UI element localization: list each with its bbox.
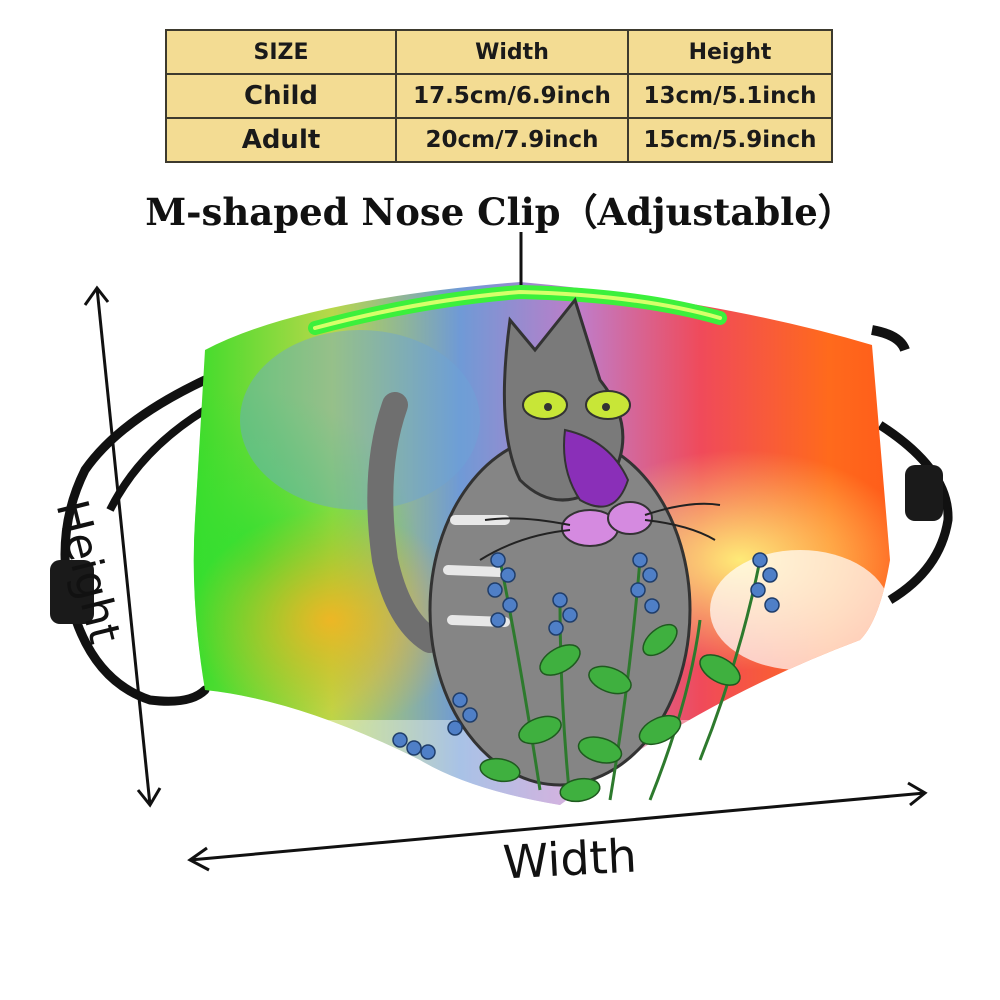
row-child-width: 17.5cm/6.9inch <box>395 73 629 119</box>
row-child-height: 13cm/5.1inch <box>627 73 833 119</box>
nose-clip-title: M-shaped Nose Clip（Adjustable） <box>145 190 855 234</box>
header-size: SIZE <box>165 29 397 75</box>
size-table-header-row: SIZE Width Height <box>165 29 833 75</box>
width-dimension-label: Width <box>501 828 638 890</box>
header-height: Height <box>627 29 833 75</box>
right-adjuster-bead <box>905 465 943 521</box>
row-adult-width: 20cm/7.9inch <box>395 117 629 163</box>
size-table-row-adult: Adult 20cm/7.9inch 15cm/5.9inch <box>165 117 833 163</box>
row-child-size: Child <box>165 73 397 119</box>
width-arrow <box>187 781 928 872</box>
height-arrow <box>83 285 162 808</box>
right-ear-loop-top <box>871 325 910 353</box>
header-width: Width <box>395 29 629 75</box>
lavender-plants <box>392 552 780 803</box>
right-ear-loop <box>877 421 953 604</box>
size-table-row-child: Child 17.5cm/6.9inch 13cm/5.1inch <box>165 73 833 119</box>
row-adult-size: Adult <box>165 117 397 163</box>
size-chart-table: SIZE Width Height Child 17.5cm/6.9inch 1… <box>165 29 833 163</box>
left-adjuster-bead <box>50 560 94 624</box>
row-adult-height: 15cm/5.9inch <box>627 117 833 163</box>
